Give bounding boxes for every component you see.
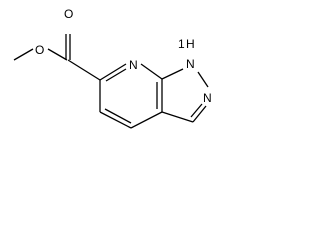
structure-diagram: O O N 1 H N N [13,7,212,129]
atom-pyrazole-nh-hydrogen: H [186,37,195,51]
atom-pyrazole-nh-locant: 1 [178,37,185,51]
bond-methyl-oxygen [13,48,34,61]
bond-c3a-c4 [130,111,163,129]
bond-n2-c3 [192,105,207,123]
atom-carbonyl-oxygen: O [64,7,73,21]
bond-c4-c5 [99,111,132,129]
bond-c7a-n1 [161,68,184,80]
atom-pyridine-nitrogen: N [129,58,138,72]
bond-oxygen-carbonyl [47,48,68,61]
bond-c6-n7-inner [105,68,127,82]
atom-pyrazole-nitrogen: N [203,91,212,105]
bond-n2-c3-inner [190,103,203,118]
bond-c6-n7 [99,63,127,81]
bond-n1-n2 [197,71,209,88]
bond-c4-c5-inner [104,108,132,124]
atom-ester-oxygen: O [35,43,44,57]
bond-c3-c3a [161,111,194,123]
atom-pyrazole-nh-nitrogen: N [186,57,195,71]
bond-carbonyl-ring [67,59,101,81]
bond-n7-c7a [140,63,163,80]
